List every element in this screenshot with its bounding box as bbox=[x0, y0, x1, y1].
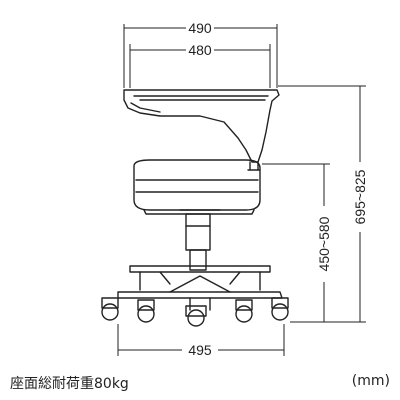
gas-cylinder bbox=[185, 213, 211, 271]
label-490: 490 bbox=[188, 20, 212, 36]
caster-2 bbox=[137, 299, 155, 323]
load-capacity-caption: 座面総耐荷重80kg bbox=[10, 376, 129, 392]
caster-4 bbox=[235, 299, 253, 323]
foot-ring bbox=[129, 265, 271, 291]
chair-illustration bbox=[101, 89, 289, 327]
seat-cushion bbox=[133, 159, 261, 211]
dim-695-825 bbox=[278, 85, 366, 322]
dimension-lines bbox=[117, 24, 366, 356]
label-495: 495 bbox=[188, 342, 212, 358]
label-480: 480 bbox=[188, 42, 212, 58]
label-450-580: 450~580 bbox=[316, 216, 332, 271]
dim-490 bbox=[123, 24, 278, 88]
label-695-825: 695~825 bbox=[352, 169, 368, 224]
caster-3 bbox=[185, 305, 207, 327]
dim-495 bbox=[117, 324, 285, 356]
caster-5 bbox=[271, 297, 289, 321]
star-base bbox=[117, 275, 283, 311]
dim-450-580 bbox=[262, 163, 330, 322]
backrest bbox=[123, 89, 280, 163]
unit-caption: (mm) bbox=[351, 373, 390, 389]
dim-480 bbox=[129, 44, 271, 88]
caster-1 bbox=[101, 297, 119, 321]
casters bbox=[101, 297, 289, 327]
